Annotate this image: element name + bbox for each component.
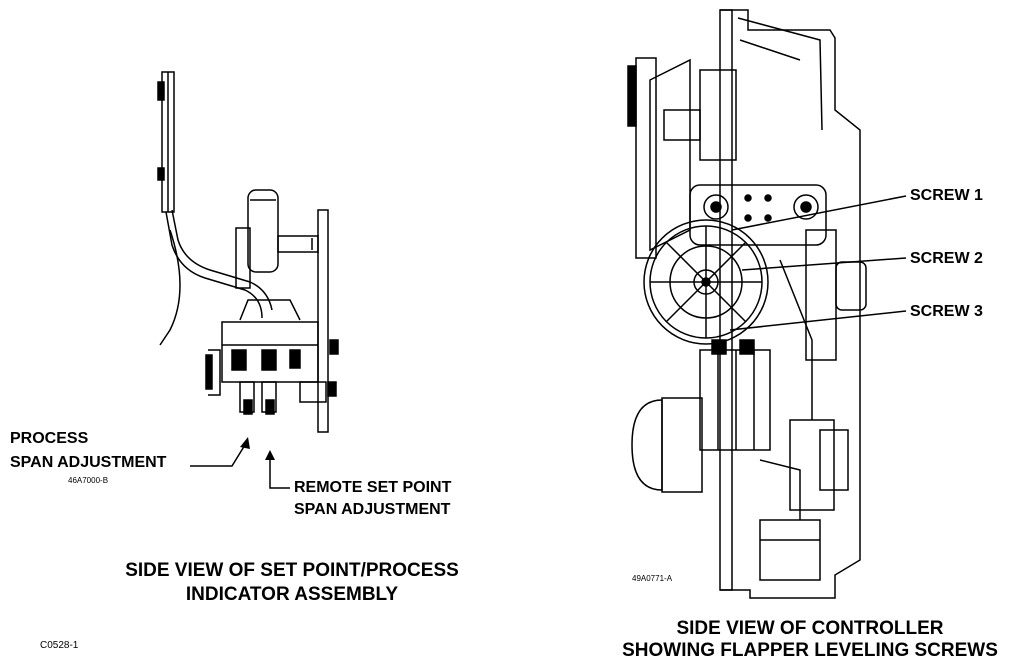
left-caption-line1: SIDE VIEW OF SET POINT/PROCESS [125, 560, 459, 581]
leader-screw-3 [729, 310, 907, 331]
figure-code: C0528-1 [40, 640, 79, 651]
leader-screw-1 [731, 195, 907, 231]
screw-3-label: SCREW 3 [910, 303, 983, 320]
right-caption-line2: SHOWING FLAPPER LEVELING SCREWS [622, 640, 998, 661]
leader-remote-span [269, 456, 290, 489]
remote-span-label-line2: SPAN ADJUSTMENT [294, 501, 451, 518]
process-span-label-line2: SPAN ADJUSTMENT [10, 454, 167, 471]
drawing-code-right: 49A0771-A [632, 574, 673, 583]
indicator-assembly-drawing [157, 71, 339, 433]
process-span-label-line1: PROCESS [10, 430, 89, 447]
leader-process-span [190, 439, 249, 467]
right-caption-line1: SIDE VIEW OF CONTROLLER [676, 618, 944, 639]
remote-span-label-line1: REMOTE SET POINT [294, 479, 452, 496]
controller-drawing [627, 9, 867, 599]
drawing-code-left: 46A7000-B [68, 476, 109, 485]
screw-1-label: SCREW 1 [910, 187, 983, 204]
leader-screw-2 [741, 257, 907, 271]
screw-2-label: SCREW 2 [910, 250, 983, 267]
left-caption-line2: INDICATOR ASSEMBLY [185, 584, 399, 605]
